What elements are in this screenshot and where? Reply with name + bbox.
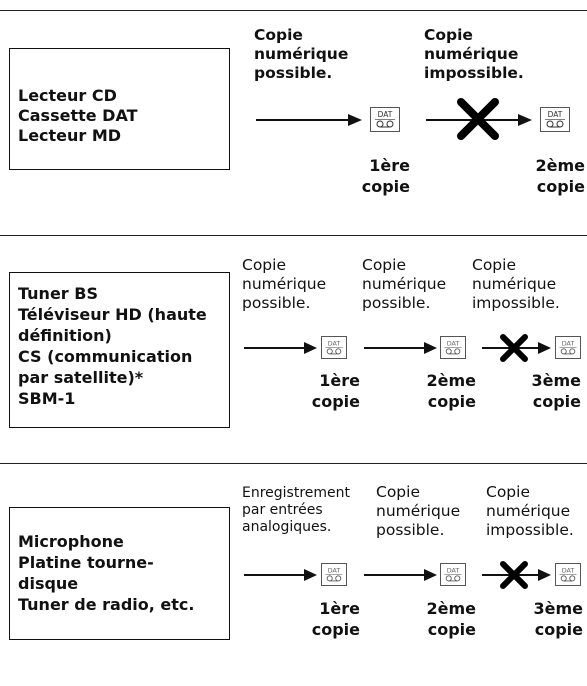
dat-cassette-icon: DAT [440,336,466,359]
source-line: Microphone [18,532,124,551]
section-divider [0,10,587,11]
copy-status-caption: Copie numérique possible. [376,483,461,539]
copy-prohibited-cross-icon [500,334,528,362]
dat-cassette-icon: DAT [555,336,581,359]
svg-text:DAT: DAT [328,339,341,347]
copy-generation-label: 1ère copie [361,156,410,196]
svg-text:DAT: DAT [562,566,575,574]
dat-cassette-icon: DAT [555,563,581,586]
copy-prohibited-cross-icon [500,561,528,589]
right-arrow-icon [364,569,437,581]
right-arrow-icon [244,569,317,581]
right-arrow-icon [364,342,437,354]
copy-generation-label: 3ème copie [533,599,583,639]
dat-cassette-icon: DAT [440,563,466,586]
source-line: SBM-1 [18,389,76,408]
source-line: Tuner BS [18,284,98,303]
source-line: définition) [18,326,112,345]
source-line: Téléviseur HD (haute [18,305,207,324]
svg-text:DAT: DAT [378,110,393,119]
copy-generation-label: 2ème copie [426,599,476,639]
dat-cassette-icon: DAT [540,107,570,132]
svg-text:DAT: DAT [447,566,460,574]
dat-cassette-icon: DAT [321,563,347,586]
dat-cassette-icon: DAT [321,336,347,359]
source-line: Cassette DAT [18,106,138,125]
source-label: Tuner BS Téléviseur HD (haute définition… [18,283,207,409]
source-line: Lecteur CD [18,86,117,105]
copy-status-caption: Copie numérique possible. [362,256,447,312]
copy-generation-label: 1ère copie [311,371,360,411]
section-divider [0,463,587,464]
source-line: disque [18,574,79,593]
right-arrow-icon [256,114,362,126]
copy-status-caption: Copie numérique possible. [242,256,327,312]
section-divider [0,235,587,236]
source-box [9,272,230,428]
source-label: Microphone Platine tourne- disque Tuner … [18,531,194,615]
copy-status-caption: Copie numérique possible. [254,26,349,82]
source-line: Tuner de radio, etc. [18,595,195,614]
source-label: Lecteur CD Cassette DAT Lecteur MD [18,86,138,146]
source-line: CS (communication [18,347,193,366]
source-box [9,48,230,170]
svg-text:DAT: DAT [548,110,563,119]
source-line: Lecteur MD [18,126,122,145]
copy-status-caption: Enregistrement par entrées analogiques. [242,485,351,535]
dat-cassette-icon: DAT [370,107,400,132]
copy-prohibited-cross-icon [457,98,499,140]
copy-status-caption: Copie numérique impossible. [472,256,560,312]
svg-text:DAT: DAT [447,339,460,347]
source-line: par satellite)* [18,368,144,387]
copy-generation-label: 3ème copie [531,371,581,411]
right-arrow-icon [244,342,317,354]
svg-text:DAT: DAT [328,566,341,574]
svg-text:DAT: DAT [562,339,575,347]
copy-generation-label: 2ème copie [426,371,476,411]
copy-status-caption: Copie numérique impossible. [486,483,574,539]
copy-generation-label: 1ère copie [311,599,360,639]
source-box [9,507,230,640]
copy-generation-label: 2ème copie [535,156,585,196]
copy-status-caption: Copie numérique impossible. [424,26,524,82]
source-line: Platine tourne- [18,553,154,572]
